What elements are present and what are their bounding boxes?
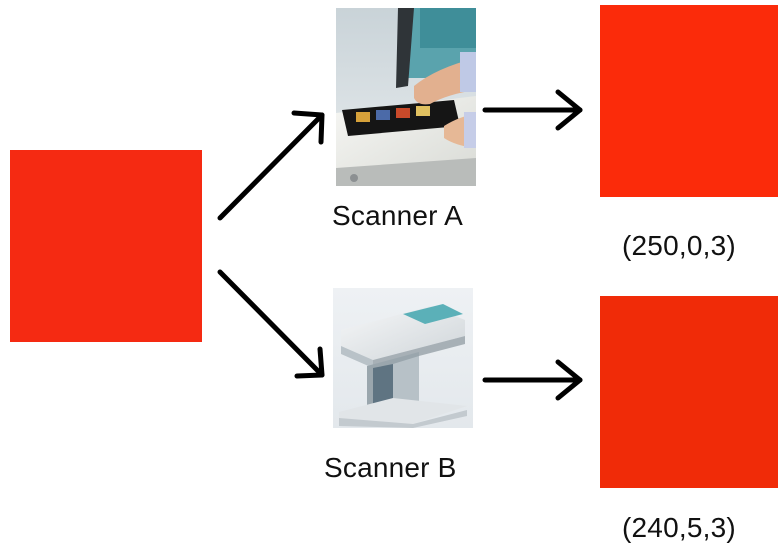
arrow-icon-scanner-a-to-output — [482, 89, 583, 131]
scanner-a-label: Scanner A — [332, 200, 463, 231]
arrow-icon-source-to-scanner-b — [217, 269, 325, 379]
flatbed-scanner-photo-icon — [336, 8, 476, 186]
scanner-b-label: Scanner B — [324, 452, 457, 483]
source-color-swatch — [10, 150, 202, 342]
scanner-b-output-value: (240,5,3) — [622, 512, 736, 543]
scanner-b-output-swatch — [600, 296, 778, 488]
standing-scanner-photo-icon — [333, 288, 473, 428]
arrow-icon-source-to-scanner-a — [217, 110, 325, 221]
scanner-a-output-value: (250,0,3) — [622, 230, 736, 261]
arrow-icon-scanner-b-to-output — [482, 359, 583, 401]
scanner-a-output-swatch — [600, 5, 778, 197]
